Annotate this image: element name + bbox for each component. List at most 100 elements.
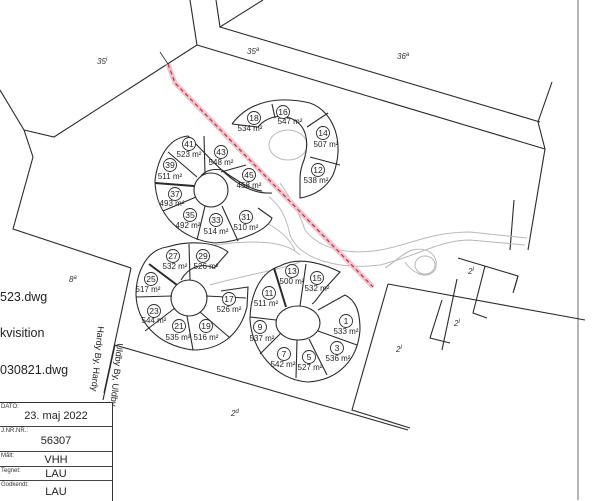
lot-number-circle <box>163 158 177 172</box>
lot-number-circle <box>214 145 228 159</box>
lot-number-circle <box>302 350 316 364</box>
drawn-label: Tegnet: <box>1 468 21 474</box>
lot-area: 526 m² <box>194 262 219 271</box>
lot-area: 548 m² <box>209 158 234 167</box>
lot-number-circle <box>277 347 291 361</box>
lot-number-circle <box>182 137 196 151</box>
lot-number: 5 <box>307 352 312 362</box>
lot-number-circle <box>172 319 186 333</box>
lot-number-circle <box>196 249 210 263</box>
parcel-boundaries <box>0 0 586 431</box>
lot-number-circle <box>183 208 197 222</box>
measured-label: Målt: <box>1 453 15 459</box>
lot-number: 11 <box>265 288 274 298</box>
lot-area: 537 m² <box>250 334 275 343</box>
lot-number-circle <box>253 320 267 334</box>
lot-area: 500 m² <box>280 277 305 286</box>
lot-number: 21 <box>174 321 184 331</box>
lot-number: 29 <box>198 251 208 261</box>
lot-number-circle <box>166 249 180 263</box>
lot-number: 35 <box>185 210 195 220</box>
lot-area: 511 m² <box>158 172 183 181</box>
title-block-journal-row: J.NR.NR.: 56307 <box>0 427 112 452</box>
date-label: DATO: <box>1 404 19 410</box>
parcel-label-2l-b: 2l <box>453 319 460 328</box>
drawn-value: LAU <box>45 468 67 480</box>
lot-area: 517 m² <box>136 285 161 294</box>
title-block: DATO: 23. maj 2022 J.NR.NR.: 56307 Målt:… <box>0 402 113 501</box>
lot-number-circle <box>168 187 182 201</box>
lot-area: 532 m² <box>163 262 188 271</box>
title-block-measured-row: Målt: VHH <box>0 452 112 467</box>
lot-area: 492 m² <box>176 221 201 230</box>
lot-area: 526 m² <box>217 305 242 314</box>
lot-area: 534 m² <box>238 124 263 133</box>
pipeline-easement <box>159 51 375 289</box>
lot-number: 9 <box>258 322 263 332</box>
lot-number: 45 <box>244 170 254 180</box>
lot-number: 17 <box>224 294 234 304</box>
lot-area: 510 m² <box>234 223 259 232</box>
viewer-edge-divider <box>577 0 579 500</box>
lot-number-circle <box>199 319 213 333</box>
lot-number: 33 <box>211 215 221 225</box>
lot-number-circle <box>285 264 299 278</box>
parcel-label-35i: 35i <box>97 57 108 66</box>
lot-number: 27 <box>168 251 178 261</box>
parcel-label-8a: 8a <box>69 275 77 284</box>
lot-number: 12 <box>313 165 323 175</box>
lot-cluster-sw <box>135 242 249 351</box>
lot-area: 533 m² <box>334 327 359 336</box>
lot-number-circle <box>262 286 276 300</box>
lot-number: 3 <box>335 343 340 353</box>
title-block-drawn-row: Tegnet: LAU <box>0 467 112 481</box>
lot-number: 14 <box>318 128 328 138</box>
journal-label: J.NR.NR.: <box>1 428 28 434</box>
lot-number: 23 <box>149 306 159 316</box>
lot-number: 41 <box>184 139 194 149</box>
file-note: kvisition <box>0 326 45 340</box>
lot-area: 547 m² <box>278 117 303 126</box>
parcel-label-2l-c: 2l <box>467 267 474 276</box>
lot-number: 7 <box>282 349 287 359</box>
lot-cluster-ne <box>231 99 341 199</box>
lot-area: 527 m² <box>298 363 323 372</box>
parcel-label-2d: 2d <box>230 409 239 418</box>
approved-value: LAU <box>45 486 67 498</box>
lot-number-circle <box>209 213 223 227</box>
date-value: 23. maj 2022 <box>24 410 88 422</box>
lot-area: 538 m² <box>304 176 329 185</box>
lot-number: 19 <box>201 321 211 331</box>
lot-number: 25 <box>146 274 156 284</box>
lot-area: 544 m² <box>142 316 167 325</box>
lot-number-circle <box>316 126 330 140</box>
road-label-hardy: Hardy By, Hardy <box>89 326 106 393</box>
lot-area: 536 m² <box>326 354 351 363</box>
lot-number-circle <box>239 210 253 224</box>
lot-number-circle <box>247 111 261 125</box>
